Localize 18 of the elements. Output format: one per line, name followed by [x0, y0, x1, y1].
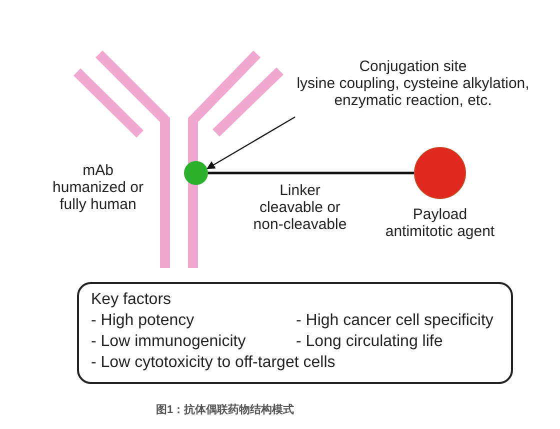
edge-label: Linker cleavable or non-cleavable: [252, 182, 348, 233]
payload-description: antimitotic agent: [384, 223, 496, 240]
linker-line: [208, 172, 414, 174]
factor-item: - High cancer cell specificity: [296, 311, 494, 330]
payload-label: Payload: [412, 206, 468, 223]
factor-item: - Low immunogenicity: [91, 332, 246, 351]
conjugation-site-dot: [184, 161, 208, 185]
heading: Conjugation site: [358, 58, 468, 75]
antibody-label: mAb humanized or fully human: [52, 162, 144, 213]
key-factors-panel: [77, 282, 513, 384]
panel-heading: Key factors: [91, 290, 172, 309]
factor-item: - Long circulating life: [296, 332, 443, 351]
pointer-arrow: [206, 116, 296, 170]
payload-circle: [414, 147, 466, 199]
conjugation-methods: lysine coupling, cysteine alkylation, enzymatic reaction, etc.: [296, 75, 530, 109]
factor-item: - Low cytotoxicity to off-target cells: [91, 353, 336, 372]
figure-caption: 图1：抗体偶联药物结构模式: [154, 402, 296, 418]
factor-item: - High potency: [91, 311, 194, 330]
